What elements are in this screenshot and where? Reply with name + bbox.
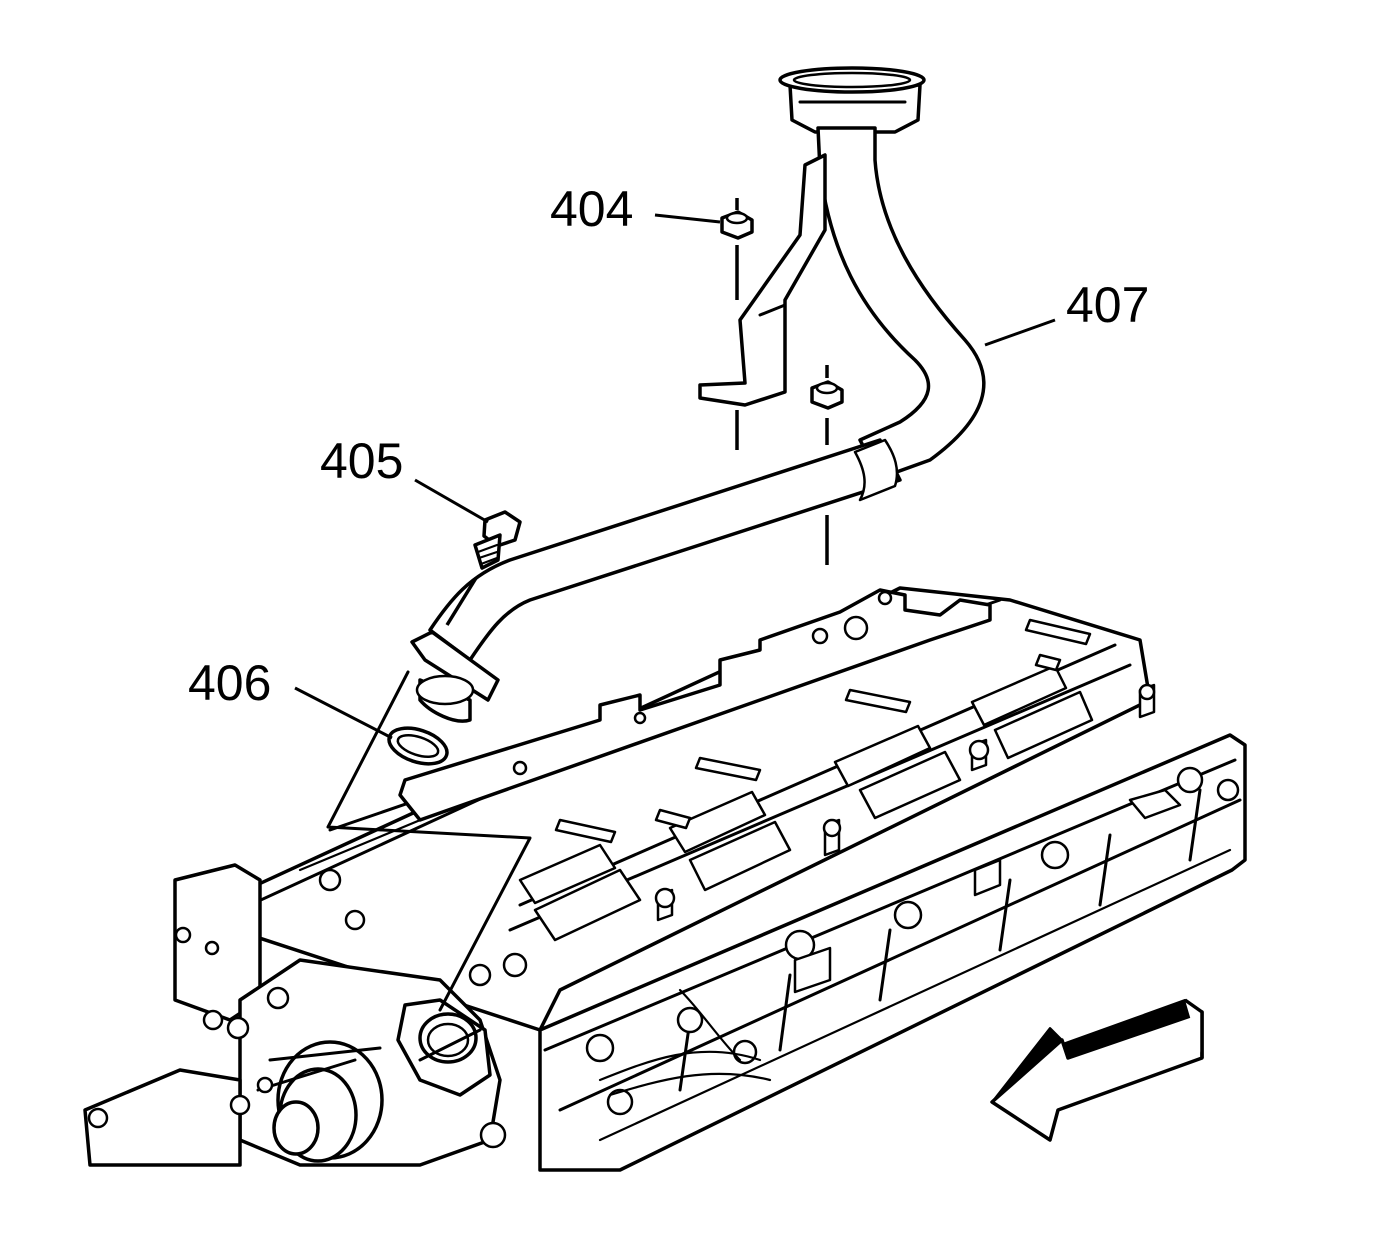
leader-lines	[294, 213, 1056, 740]
bolt-405	[473, 510, 522, 570]
engine-block	[83, 586, 1247, 1172]
callout-405: 405	[320, 433, 403, 489]
callout-407: 407	[1066, 277, 1149, 333]
nut-404-upper	[720, 210, 754, 240]
front-bolts	[226, 868, 528, 1149]
nut-404-lower	[810, 380, 844, 410]
deck-studs	[654, 683, 1182, 994]
bearing-cap-row	[518, 664, 1094, 942]
pickup-tube	[410, 66, 986, 723]
callout-404: 404	[550, 181, 633, 237]
view-outline	[326, 670, 532, 1012]
front-direction-arrow-icon	[990, 998, 1204, 1142]
o-ring-406	[387, 726, 449, 766]
alignment-lines	[445, 198, 829, 626]
callout-406: 406	[188, 655, 271, 711]
